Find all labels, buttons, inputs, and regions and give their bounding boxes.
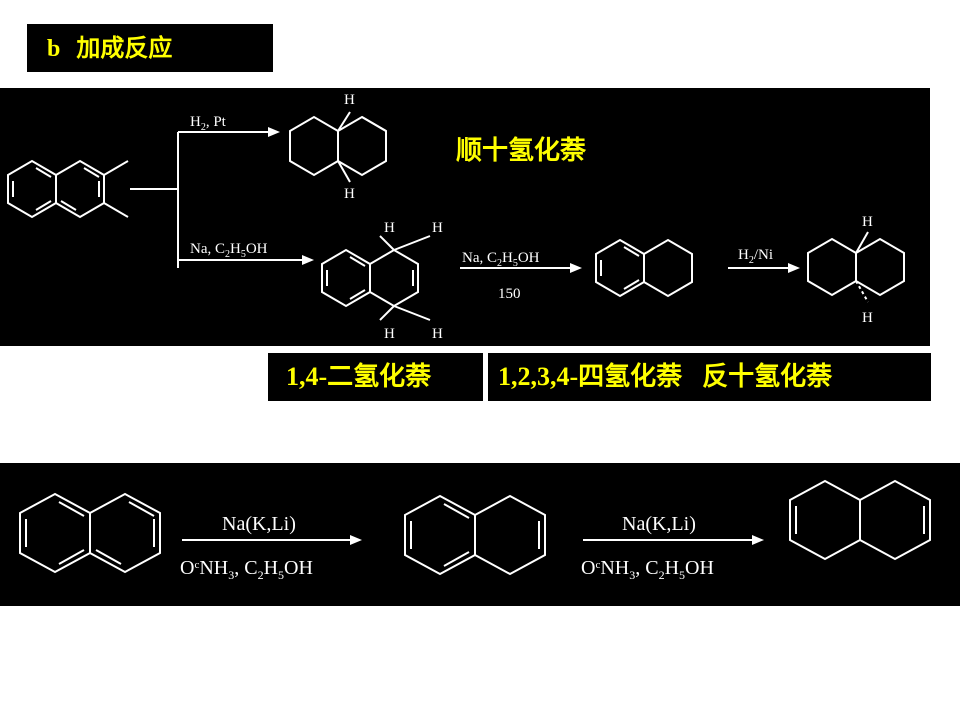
arrow1-temp-mark: O xyxy=(180,557,194,579)
bottom-naphthalene-structure xyxy=(19,492,161,574)
lower-reagent-sub1: 2 xyxy=(225,249,230,260)
lower-reagent-b: H xyxy=(230,241,241,257)
step3-reagent-a: H xyxy=(738,247,749,263)
dihydro-h4: H xyxy=(432,326,443,342)
hexahydronaphthalene-structure xyxy=(789,479,931,561)
svg-text:OcNH3, C2H5OH: OcNH3, C2H5OH xyxy=(581,557,714,582)
tetrahydro-trans-caption: 1,2,3,4-四氢化萘反十氢化萘 xyxy=(488,353,931,401)
arrow1-bottom-sub1: 3 xyxy=(228,568,234,582)
tetrahydronaphthalene-caption-text: 1,2,3,4-四氢化萘 xyxy=(498,362,683,391)
dihydro-h1: H xyxy=(384,220,395,236)
step2-reagent-b: H xyxy=(502,250,513,266)
upper-arrow: H2, Pt xyxy=(178,114,280,137)
arrow1-bottom-sub3: 5 xyxy=(278,568,284,582)
cis-h-bottom: H xyxy=(344,186,355,202)
arrow2-bottom-b: , C xyxy=(635,557,658,579)
bottom-dihydronaphthalene-structure xyxy=(404,494,546,576)
section-title-text: 加成反应 xyxy=(76,34,173,62)
section-title: b 加成反应 xyxy=(27,24,273,72)
cis-h-top: H xyxy=(344,92,355,108)
step2-reagent-sub2: 5 xyxy=(513,258,518,269)
bottom-arrow-2: Na(K,Li) OcNH3, C2H5OH xyxy=(581,513,764,582)
step3-reagent-b: /Ni xyxy=(754,247,773,263)
step3-arrow: H2/Ni xyxy=(728,247,800,273)
arrow2-bottom-sub2: 2 xyxy=(659,568,665,582)
arrow1-temp-degree: c xyxy=(194,559,199,571)
trans-h-bottom: H xyxy=(862,310,873,326)
upper-reagent-sub: 2 xyxy=(201,122,206,133)
svg-text:OcNH3, C2H5OH: OcNH3, C2H5OH xyxy=(180,557,313,582)
arrow1-top-reagent: Na(K,Li) xyxy=(222,513,296,535)
arrow1-bottom-c: H xyxy=(264,557,278,579)
dihydronaphthalene-caption-text: 1,4-二氢化萘 xyxy=(286,362,432,391)
svg-text:Na, C2H5OH: Na, C2H5OH xyxy=(190,241,268,260)
arrow2-temp-mark: O xyxy=(581,557,595,579)
section-letter: b xyxy=(47,36,61,62)
cis-decalin-label: 顺十氢化萘 xyxy=(456,136,587,166)
trans-decalin-caption-text: 反十氢化萘 xyxy=(702,362,833,391)
arrow2-bottom-a: NH xyxy=(600,557,629,579)
svg-text:Na, C2H5OH: Na, C2H5OH xyxy=(462,250,540,269)
step3-reagent-sub: 2 xyxy=(749,255,754,266)
arrow2-bottom-c: H xyxy=(665,557,679,579)
tetrahydronaphthalene-structure xyxy=(595,238,693,298)
top-reaction-panel xyxy=(0,88,930,346)
cis-decalin-structure: H H xyxy=(289,92,387,202)
bottom-arrow-1: Na(K,Li) OcNH3, C2H5OH xyxy=(180,513,362,582)
arrow2-bottom-sub3: 5 xyxy=(679,568,685,582)
step2-reagent-a: Na, C xyxy=(462,250,497,266)
lower-reagent-a: Na, C xyxy=(190,241,225,257)
step2-arrow: Na, C2H5OH 150 xyxy=(460,250,582,302)
trans-decalin-structure: H H xyxy=(807,214,905,326)
arrow2-top-reagent: Na(K,Li) xyxy=(622,513,696,535)
step2-reagent-sub1: 2 xyxy=(497,258,502,269)
dihydronaphthalene-structure: H H H H xyxy=(321,220,443,342)
dihydro-h3: H xyxy=(384,326,395,342)
step2-reagent-c: OH xyxy=(518,250,540,266)
upper-reagent-h: H xyxy=(190,114,201,130)
upper-reagent-rest: , Pt xyxy=(206,114,227,130)
dihydro-h2: H xyxy=(432,220,443,236)
step2-temperature: 150 xyxy=(498,286,521,302)
trans-h-top: H xyxy=(862,214,873,230)
lower-reagent-sub2: 5 xyxy=(241,249,246,260)
arrow1-bottom-a: NH xyxy=(199,557,228,579)
lower-arrow: Na, C2H5OH xyxy=(178,241,314,265)
naphthalene-structure xyxy=(7,159,129,219)
arrow1-bottom-sub2: 2 xyxy=(258,568,264,582)
arrow2-temp-degree: c xyxy=(595,559,600,571)
arrow1-bottom-d: OH xyxy=(284,557,313,579)
svg-text:H2/Ni: H2/Ni xyxy=(738,247,773,266)
arrow1-bottom-b: , C xyxy=(234,557,257,579)
arrow2-bottom-sub1: 3 xyxy=(629,568,635,582)
lower-reagent-c: OH xyxy=(246,241,268,257)
arrow2-bottom-d: OH xyxy=(685,557,714,579)
dihydronaphthalene-caption: 1,4-二氢化萘 xyxy=(268,353,483,401)
svg-text:H2, Pt: H2, Pt xyxy=(190,114,227,133)
